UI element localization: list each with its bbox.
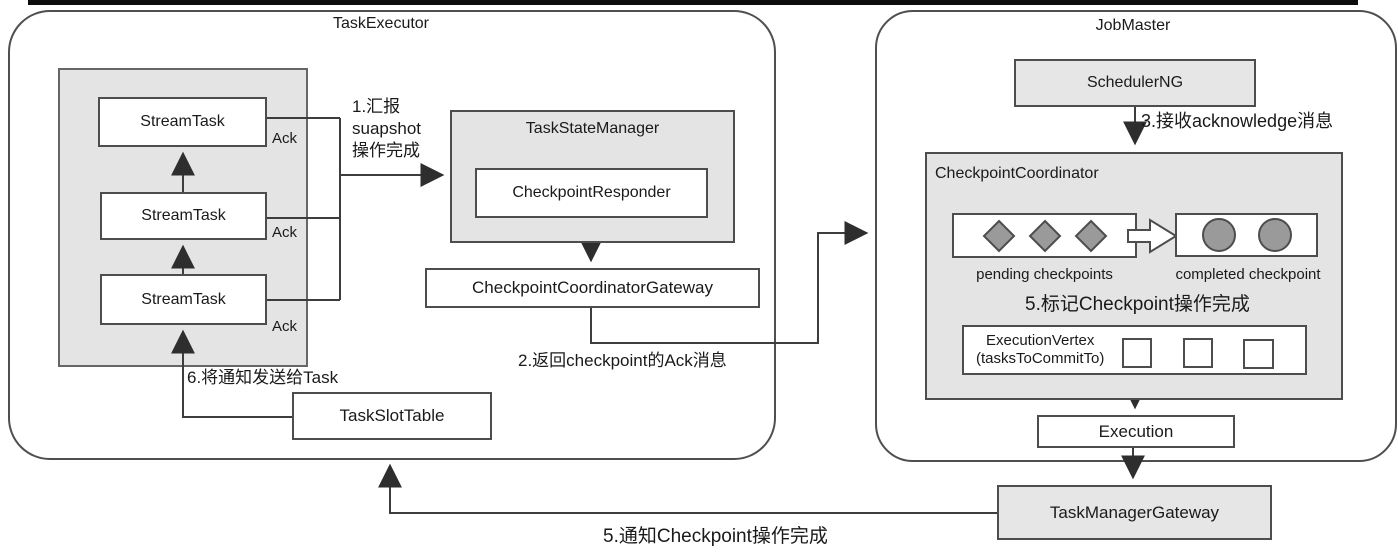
pending-checkpoints-label: pending checkpoints bbox=[976, 266, 1113, 283]
pending-checkpoint-diamond-icon bbox=[1074, 219, 1107, 252]
execution-vertex-label-line1: ExecutionVertex bbox=[985, 332, 1095, 349]
task-manager-gateway-label: TaskManagerGateway bbox=[1049, 502, 1220, 522]
completed-checkpoint-circle-icon bbox=[1257, 218, 1292, 252]
checkpoint-responder-label: CheckpointResponder bbox=[512, 184, 671, 201]
stream-task-3-label: StreamTask bbox=[141, 290, 226, 308]
job-master-title: JobMaster bbox=[1095, 17, 1171, 34]
checkpoint-coordinator-gateway-label: CheckpointCoordinatorGateway bbox=[472, 278, 713, 297]
stream-task-2-label: StreamTask bbox=[141, 207, 226, 224]
flow-label-step1-line1: 1.汇报 bbox=[352, 97, 401, 116]
completed-checkpoint-circle-icon bbox=[1201, 218, 1236, 252]
flow-label-step1: 1.汇报 suapshot 操作完成 bbox=[352, 96, 421, 162]
commit-task-square bbox=[1243, 339, 1274, 369]
completed-checkpoint-box bbox=[1175, 213, 1318, 257]
task-slot-table-box: TaskSlotTable bbox=[292, 392, 492, 440]
completed-checkpoint-label: completed checkpoint bbox=[1175, 266, 1321, 283]
flow-label-step2: 2.返回checkpoint的Ack消息 bbox=[518, 351, 727, 370]
checkpoint-coordinator-title: CheckpointCoordinator bbox=[935, 165, 1099, 182]
execution-label: Execution bbox=[1098, 421, 1174, 441]
task-manager-gateway-box: TaskManagerGateway bbox=[997, 485, 1272, 540]
flow-label-step5-notify: 5.通知Checkpoint操作完成 bbox=[603, 526, 828, 547]
ack-label-2: Ack bbox=[272, 224, 298, 241]
pending-checkpoints-box bbox=[952, 213, 1137, 258]
pending-to-completed-arrow-icon bbox=[1127, 218, 1178, 254]
commit-task-square bbox=[1122, 338, 1152, 368]
arrow-taskmanagergateway-to-taskexecutor bbox=[378, 463, 997, 514]
stream-task-3: StreamTask bbox=[100, 274, 267, 325]
flow-label-step3: 3.接收acknowledge消息 bbox=[1141, 111, 1334, 131]
checkpoint-responder-box: CheckpointResponder bbox=[475, 168, 708, 218]
ack-label-1: Ack bbox=[272, 130, 298, 147]
task-state-manager-title: TaskStateManager bbox=[525, 120, 660, 137]
scheduler-ng-box: SchedulerNG bbox=[1014, 59, 1256, 107]
scheduler-ng-label: SchedulerNG bbox=[1086, 74, 1184, 91]
execution-box: Execution bbox=[1037, 415, 1235, 448]
stream-task-2: StreamTask bbox=[100, 192, 267, 240]
flow-label-step6: 6.将通知发送给Task bbox=[187, 368, 339, 387]
flow-label-step1-line3: 操作完成 bbox=[352, 141, 420, 160]
pending-checkpoint-diamond-icon bbox=[1028, 219, 1061, 252]
flow-label-step1-line2: suapshot bbox=[352, 119, 421, 138]
flow-label-step5-mark: 5.标记Checkpoint操作完成 bbox=[1025, 294, 1250, 315]
task-executor-title: TaskExecutor bbox=[332, 15, 430, 32]
checkpoint-coordinator-gateway-box: CheckpointCoordinatorGateway bbox=[425, 268, 760, 308]
task-slot-table-label: TaskSlotTable bbox=[339, 406, 445, 425]
pending-checkpoint-diamond-icon bbox=[982, 219, 1015, 252]
execution-vertex-label-line2: (tasksToCommitTo) bbox=[976, 350, 1105, 367]
stream-task-1-label: StreamTask bbox=[140, 113, 225, 130]
commit-task-square bbox=[1183, 338, 1213, 368]
top-scan-bar bbox=[28, 0, 1358, 5]
stream-task-1: StreamTask bbox=[98, 97, 267, 147]
ack-label-3: Ack bbox=[272, 318, 298, 335]
